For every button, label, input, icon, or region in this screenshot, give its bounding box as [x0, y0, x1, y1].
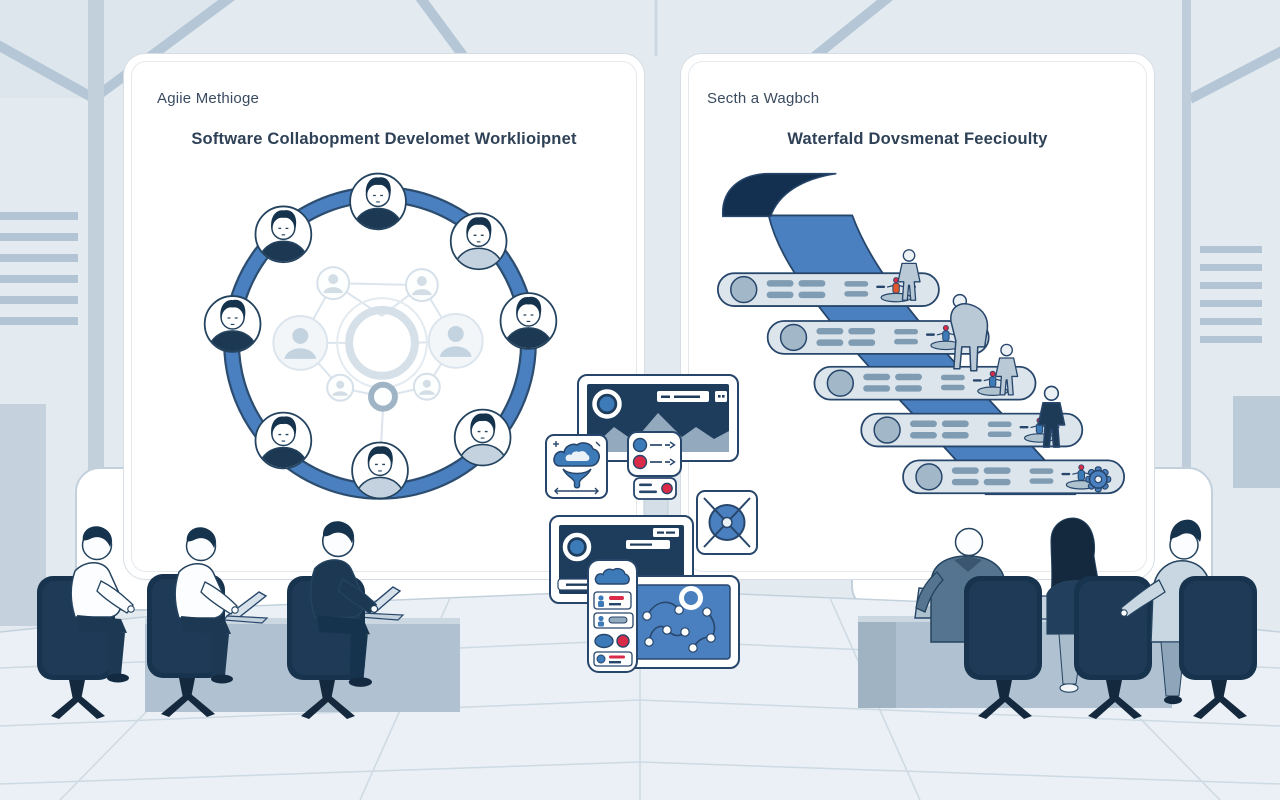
waterfall-panel-card: Secth a Wagbch Waterfald Dovsmenat Feeci…	[680, 53, 1155, 580]
menu-box	[715, 391, 727, 402]
wall-panel-right	[1233, 396, 1280, 488]
team-avatar	[205, 296, 261, 356]
mobile-app-mockup	[587, 559, 638, 673]
inner-network	[272, 266, 484, 445]
ghost-node	[404, 268, 439, 303]
right-meeting-group	[858, 517, 1257, 719]
mini-row-card	[633, 477, 677, 500]
map-ring-node	[679, 586, 703, 610]
toggle-list-panel	[627, 431, 682, 477]
network-map-tablet	[626, 575, 740, 669]
agile-panel-title: Agiie Methioge	[157, 90, 260, 107]
agile-panel-inner-border	[131, 61, 637, 572]
red-status-dot	[661, 482, 673, 495]
red-toggle-dot	[632, 454, 648, 470]
agile-panel-subtitle: Software Collabopment Develomet Worklioi…	[191, 130, 577, 148]
ghost-node-large	[427, 313, 484, 369]
waterfall-panel-title: Secth a Wagbch	[707, 90, 820, 107]
ghost-node-accent	[368, 381, 398, 412]
wall-pillar-left	[88, 0, 104, 592]
app-row	[593, 651, 633, 667]
waterfall-diagram	[681, 172, 1154, 496]
wall-vent-slats-right	[1200, 246, 1262, 343]
wall-pillar-right	[1182, 0, 1191, 478]
app-row	[593, 612, 634, 629]
ghost-node	[412, 372, 441, 401]
inner-cloud	[565, 451, 590, 461]
corner-tick-marks	[553, 441, 601, 495]
blue-blob	[594, 633, 614, 649]
app-row	[593, 591, 632, 610]
left-meeting-group	[37, 520, 460, 719]
cloud-upload-card	[545, 434, 608, 499]
gear-icon	[1085, 466, 1112, 493]
ceiling-struts	[0, 0, 1280, 104]
pinwheel-wheel-card	[696, 490, 758, 555]
red-dot	[616, 634, 630, 648]
blue-toggle-dot	[632, 437, 648, 453]
team-avatar	[501, 293, 557, 353]
ghost-node	[326, 373, 355, 402]
logo-ring	[592, 389, 622, 419]
hunched-figure	[950, 293, 989, 372]
device-mockups-cluster	[545, 374, 758, 673]
ghost-node	[316, 266, 351, 301]
waterfall-ribbon-curl	[722, 172, 837, 218]
cloud-icon-small	[594, 567, 630, 585]
funnel-swirl	[562, 468, 592, 489]
office-chair	[1179, 576, 1257, 719]
wall-vent-slats-left	[0, 212, 78, 325]
team-avatar	[350, 174, 406, 234]
waterfall-panel-inner-border	[688, 61, 1147, 572]
logo-ring	[562, 532, 592, 562]
ghost-node-large	[272, 315, 329, 371]
agile-circle-diagram	[124, 54, 644, 579]
map-nodes	[642, 605, 716, 653]
waterfall-ribbon	[767, 214, 1077, 496]
waterfall-panel-subtitle: Waterfald Dovsmenat Feecioulty	[787, 130, 1048, 148]
